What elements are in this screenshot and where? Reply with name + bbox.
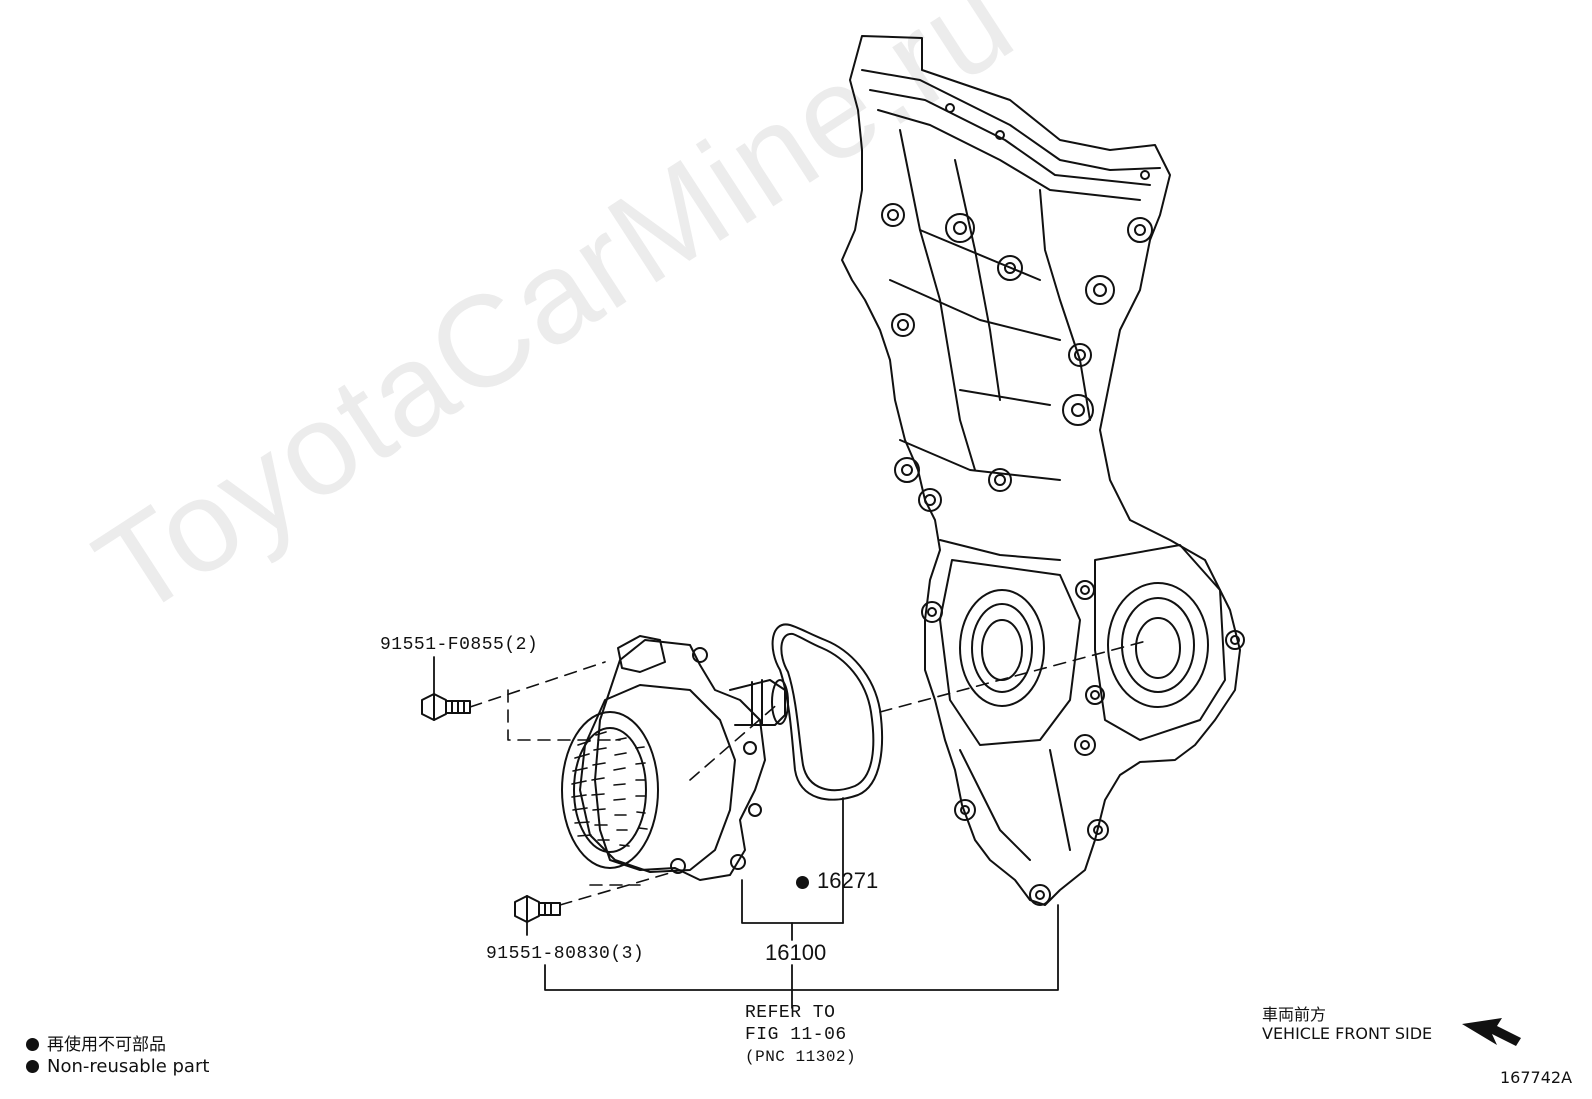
refer-line-3: (PNC 11302) bbox=[745, 1048, 857, 1066]
timing-cover-drawing bbox=[841, 35, 1245, 906]
orientation-jp: 車両前方 bbox=[1262, 1005, 1327, 1024]
callout-gasket-number: 16271 bbox=[817, 868, 879, 893]
non-reusable-dot-icon bbox=[26, 1060, 39, 1073]
callout-bolt-upper: 91551-F0855(2) bbox=[380, 635, 539, 655]
orientation-en: VEHICLE FRONT SIDE bbox=[1262, 1024, 1433, 1043]
callout-gasket: 16271 bbox=[796, 868, 878, 894]
gasket-drawing bbox=[771, 623, 884, 801]
callout-pump-assembly: 16100 bbox=[765, 940, 827, 965]
non-reusable-dot-icon bbox=[796, 876, 809, 889]
vehicle-front-arrow-icon bbox=[1462, 1018, 1521, 1046]
bolt-lower-drawing bbox=[514, 895, 561, 923]
refer-note: REFER TO FIG 11-06 (PNC 11302) bbox=[745, 1002, 856, 1068]
figure-id: 167742A bbox=[1500, 1068, 1573, 1087]
water-pump-drawing bbox=[561, 635, 789, 881]
callout-bolt-lower: 91551-80830(3) bbox=[486, 944, 645, 964]
non-reusable-dot-icon bbox=[26, 1038, 39, 1051]
legend-jp-text: 再使用不可部品 bbox=[47, 1035, 166, 1055]
refer-line-2: FIG 11-06 bbox=[745, 1025, 847, 1045]
refer-line-1: REFER TO bbox=[745, 1003, 836, 1023]
legend-jp: 再使用不可部品 bbox=[26, 1030, 166, 1055]
legend-en-text: Non-reusable part bbox=[47, 1056, 210, 1077]
legend-en: Non-reusable part bbox=[26, 1056, 209, 1077]
bolt-upper-drawing bbox=[421, 693, 471, 721]
